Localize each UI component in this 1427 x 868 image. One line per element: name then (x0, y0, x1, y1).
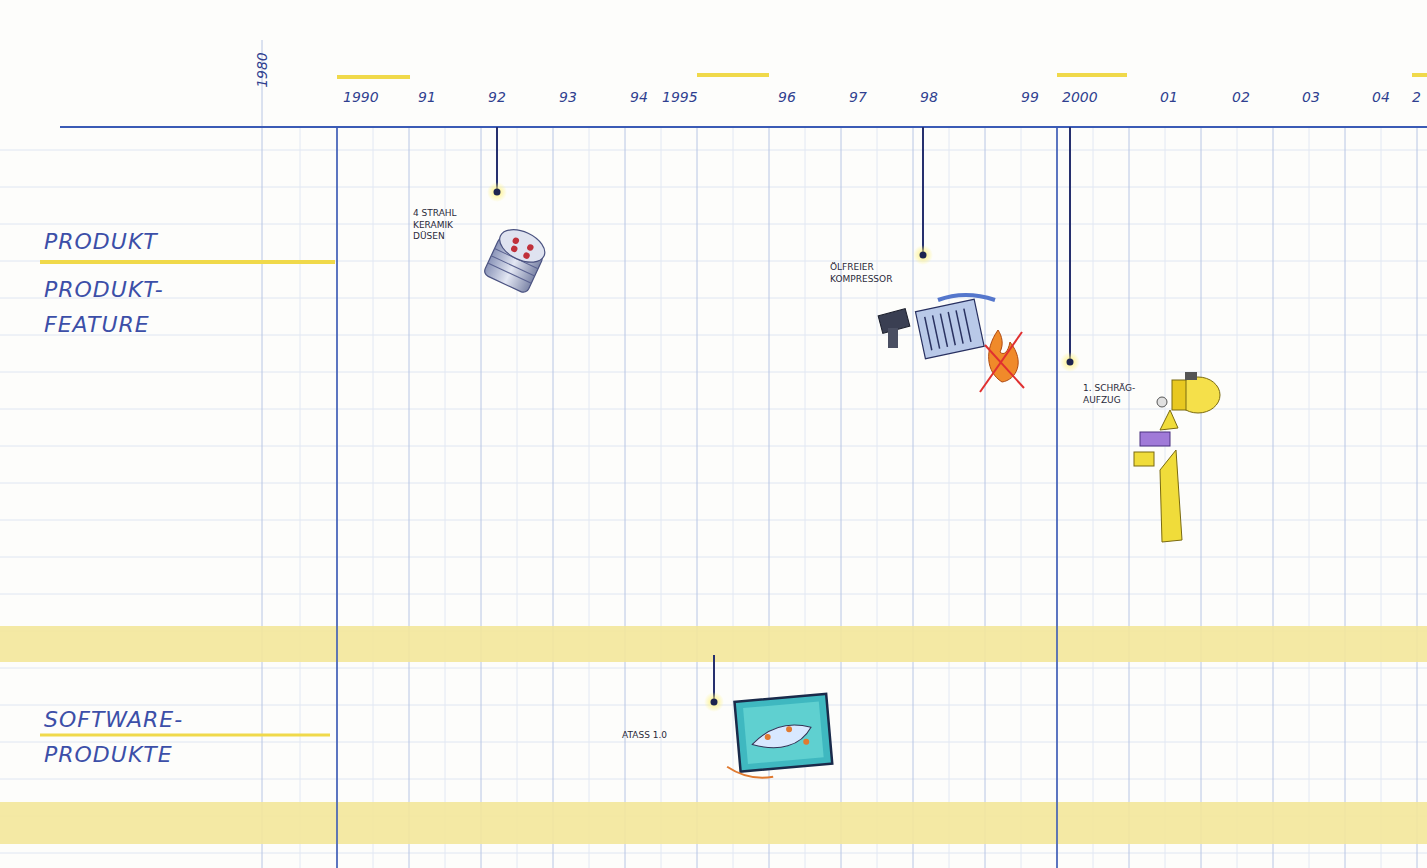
grid-line (841, 127, 842, 868)
nozzle-icon (483, 223, 550, 294)
year-label: 1990 (343, 89, 379, 105)
grid-line (300, 127, 301, 868)
grid-line (589, 127, 590, 868)
year-label: 1995 (662, 89, 696, 105)
year-label: 91 (418, 89, 436, 105)
leader-line (496, 127, 498, 190)
year-label: 98 (920, 89, 938, 105)
era-marker (1412, 73, 1427, 77)
ruled-line (0, 483, 1427, 484)
grid-line (1381, 127, 1382, 868)
year-label: 02 (1232, 89, 1250, 105)
item-label: ATASS 1.0 (622, 730, 692, 742)
item-label: 1. SCHRÄG- AUFZUG (1083, 383, 1149, 406)
leader-lines (497, 127, 1070, 700)
compressor-icon (878, 295, 1024, 392)
ruled-line (0, 261, 1427, 262)
year-label: 93 (559, 89, 577, 105)
grid-line (625, 127, 626, 868)
item-label: 4 STRAHL KERAMIK DÜSEN (413, 208, 471, 243)
grid-line (1129, 127, 1130, 868)
grid-line (262, 40, 263, 868)
ruled-line (0, 742, 1427, 743)
grid-line (877, 127, 878, 868)
lift-icon (1134, 372, 1220, 542)
year-lines (262, 40, 1417, 868)
year-label: 92 (488, 89, 506, 105)
grid-line (1237, 127, 1238, 868)
grid-line (1309, 127, 1310, 868)
grid-line (1417, 127, 1418, 868)
year-label: 04 (1372, 89, 1390, 105)
grid-line (1057, 127, 1058, 868)
decade-line (336, 127, 338, 868)
ruled-line (0, 335, 1427, 336)
ruled-line (0, 594, 1427, 595)
grid-line (373, 127, 374, 868)
item-label: ÖLFREIER KOMPRESSOR (830, 262, 910, 285)
grid-line (409, 127, 410, 868)
grid-line (697, 127, 698, 868)
leader-dots (487, 182, 1080, 712)
year-label: 1980 (254, 52, 270, 88)
row-underline (40, 734, 330, 737)
ruled-line (0, 150, 1427, 151)
ruled-line (0, 372, 1427, 373)
leader-dot (711, 699, 718, 706)
ruled-line (0, 520, 1427, 521)
grid-line (1345, 127, 1346, 868)
leader-dot (920, 252, 927, 259)
row-heading: PRODUKT (44, 224, 158, 259)
grid-line (985, 127, 986, 868)
grid-line (913, 127, 914, 868)
ruled-line (0, 224, 1427, 225)
grid-line (1021, 127, 1022, 868)
dot-glow (704, 692, 724, 712)
ruled-line (0, 187, 1427, 188)
year-label: 99 (1021, 89, 1039, 105)
era-marker (337, 75, 410, 79)
yellow-band (0, 802, 1427, 844)
notebook-lines (0, 150, 1427, 853)
grid-line (1201, 127, 1202, 868)
ruled-line (0, 557, 1427, 558)
year-label: 96 (778, 89, 796, 105)
ruled-line (0, 298, 1427, 299)
grid-line (481, 127, 482, 868)
leader-line (1069, 127, 1071, 360)
ruled-line (0, 446, 1427, 447)
leader-line (922, 127, 924, 253)
leader-dot (1067, 359, 1074, 366)
year-label: 94 (630, 89, 648, 105)
row-heading: SOFTWARE- PRODUKTE (44, 702, 224, 772)
year-label: 2 (1412, 89, 1421, 105)
grid-line (1093, 127, 1094, 868)
dot-glow (913, 245, 933, 265)
ruled-line (0, 779, 1427, 780)
decade-line (1056, 127, 1058, 868)
grid-line (949, 127, 950, 868)
year-label: 2000 (1062, 89, 1098, 105)
grid-line (337, 127, 338, 868)
year-label: 01 (1160, 89, 1178, 105)
dot-glow (487, 182, 507, 202)
axis-line (60, 126, 1427, 128)
monitor-icon (722, 694, 833, 781)
grid-line (1273, 127, 1274, 868)
year-label: 97 (849, 89, 867, 105)
grid-line (733, 127, 734, 868)
era-marker (697, 73, 769, 77)
row-heading: PRODUKT- FEATURE (44, 272, 224, 342)
grid-line (553, 127, 554, 868)
grid-line (661, 127, 662, 868)
leader-dot (494, 189, 501, 196)
ruled-line (0, 853, 1427, 854)
row-underline (40, 260, 335, 264)
year-label: 03 (1302, 89, 1320, 105)
dot-glow (1060, 352, 1080, 372)
era-marker (1057, 73, 1127, 77)
